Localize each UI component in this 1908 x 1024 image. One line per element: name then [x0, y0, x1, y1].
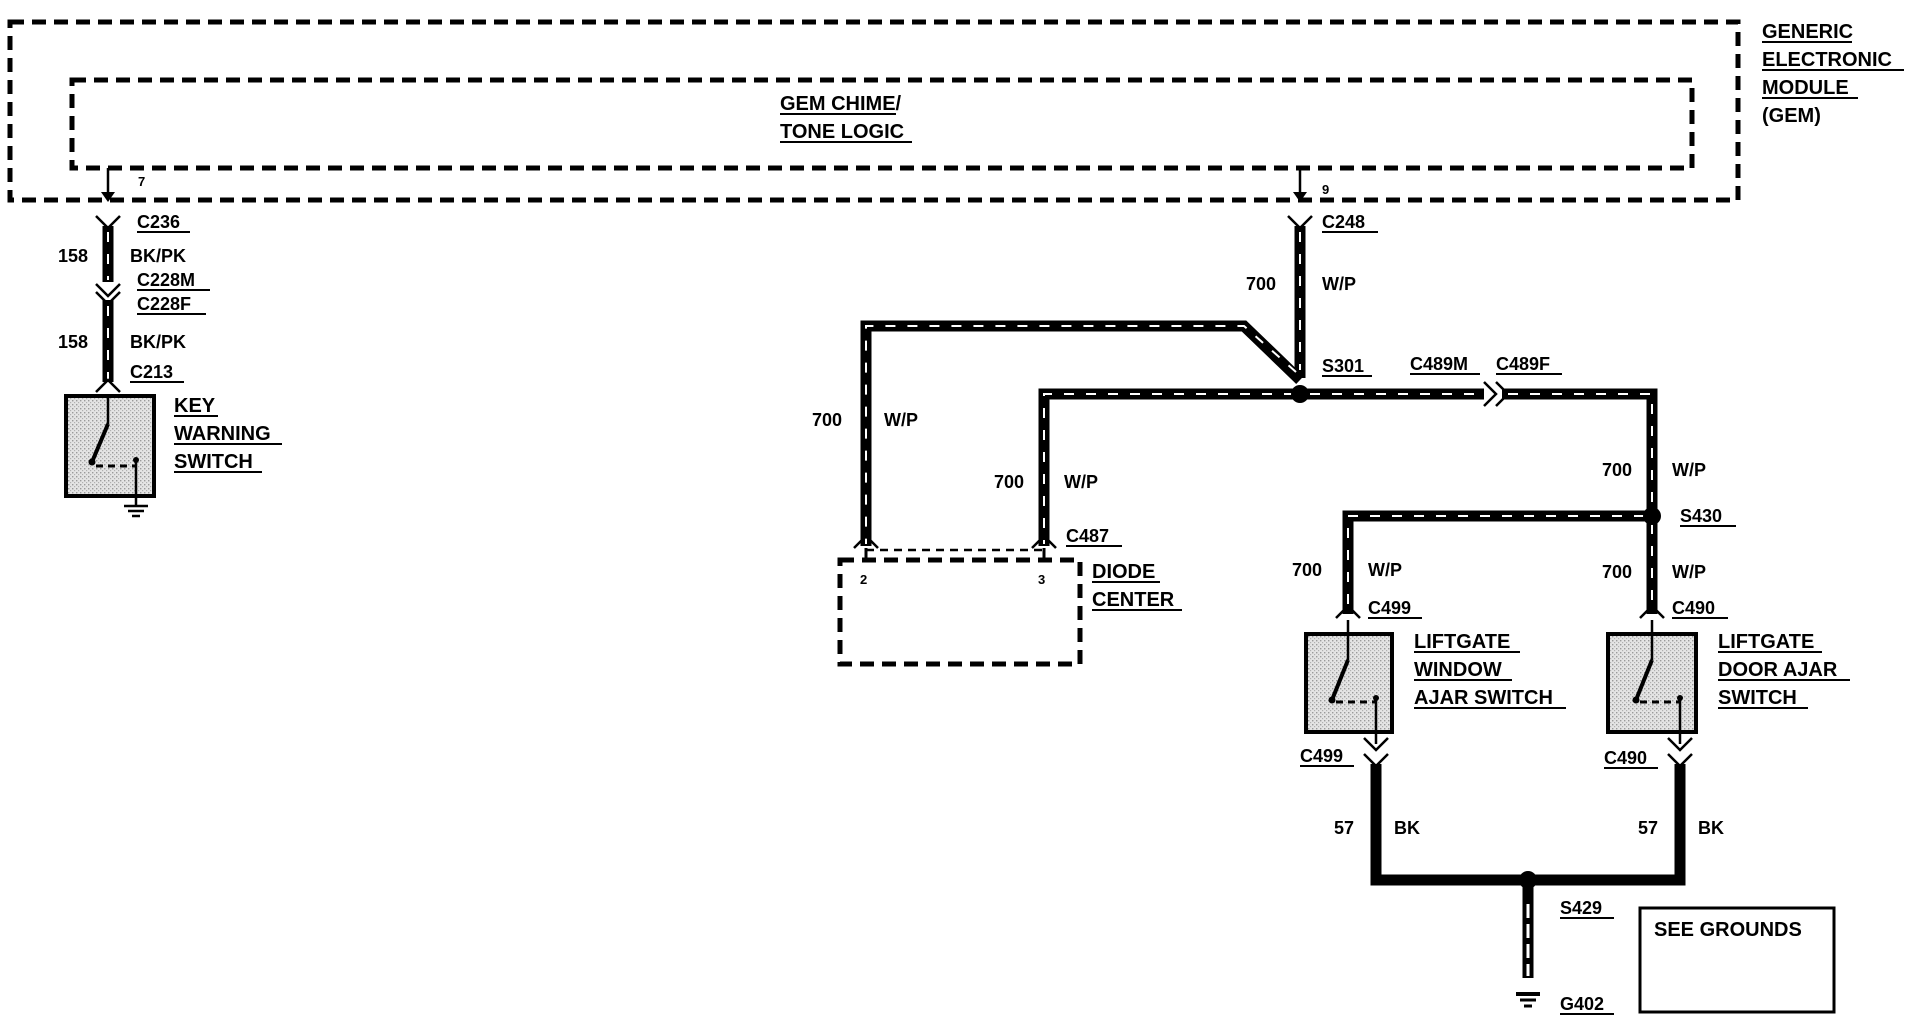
c228m-label: C228M: [137, 270, 195, 290]
module-name-line-3: MODULE: [1762, 77, 1849, 99]
liftgate-branch: C248 700 W/P S301 700 W/P 700 W/P C487 2…: [812, 212, 1850, 1015]
diode-center-box: [837, 557, 1083, 667]
s430-label: S430: [1680, 506, 1722, 526]
circuit-158-lower: 158: [58, 332, 88, 352]
c236-label: C236: [137, 212, 180, 232]
door-switch-label-line-1: LIFTGATE: [1718, 631, 1814, 653]
c499-bottom-label: C499: [1300, 746, 1343, 766]
s430-splice: [1643, 507, 1661, 525]
key-warning-switch-box: [64, 394, 156, 498]
window-color-wp: W/P: [1368, 560, 1402, 580]
key-switch-ground-icon: [124, 504, 148, 518]
logic-label-line-2: TONE LOGIC: [780, 121, 904, 143]
gem-module-box: [7, 19, 1741, 203]
ground-color-bk-left: BK: [1394, 818, 1420, 838]
pin-9-label: 9: [1322, 182, 1329, 197]
window-circuit-700: 700: [1292, 560, 1322, 580]
c248-label: C248: [1322, 212, 1365, 232]
window-switch-label-line-3: AJAR SWITCH: [1414, 687, 1553, 709]
c487-label: C487: [1066, 526, 1109, 546]
outer-color-wp: W/P: [884, 410, 918, 430]
ground-circuit-57-left: 57: [1334, 818, 1354, 838]
right-circuit-700: 700: [1602, 460, 1632, 480]
door-switch-label-line-2: DOOR AJAR: [1718, 659, 1838, 681]
chime-logic-box: [69, 77, 1695, 171]
diode-label-line-1: DIODE: [1092, 561, 1155, 583]
c489m-connector: [1483, 381, 1498, 407]
module-name-line-2: ELECTRONIC: [1762, 49, 1892, 71]
top-color-wp: W/P: [1322, 274, 1356, 294]
key-switch-label-line-3: SWITCH: [174, 451, 253, 473]
module-name-line-4: (GEM): [1762, 105, 1821, 127]
color-bkpk-upper: BK/PK: [130, 246, 186, 266]
module-name-line-1: GENERIC: [1762, 21, 1853, 43]
key-warning-branch: C236 158 BK/PK C228M C228F 158 BK/PK C21…: [58, 212, 282, 518]
window-switch-label-line-1: LIFTGATE: [1414, 631, 1510, 653]
top-circuit-700: 700: [1246, 274, 1276, 294]
s429-splice: [1519, 871, 1537, 889]
color-bkpk-lower: BK/PK: [130, 332, 186, 352]
window-switch-label-line-2: WINDOW: [1414, 659, 1502, 681]
ground-color-bk-right: BK: [1698, 818, 1724, 838]
key-switch-label-line-2: WARNING: [174, 423, 271, 445]
c490-top-label: C490: [1672, 598, 1715, 618]
c490-bottom-label: C490: [1604, 748, 1647, 768]
inner-circuit-700: 700: [994, 472, 1024, 492]
g402-label: G402: [1560, 994, 1604, 1014]
s301-label: S301: [1322, 356, 1364, 376]
s429-label: S429: [1560, 898, 1602, 918]
ground-circuit-57-right: 57: [1638, 818, 1658, 838]
door-switch-label-line-3: SWITCH: [1718, 687, 1797, 709]
key-switch-label-line-1: KEY: [174, 395, 216, 417]
door-color-wp: W/P: [1672, 562, 1706, 582]
inner-color-wp: W/P: [1064, 472, 1098, 492]
diode-pin-3: 3: [1038, 572, 1045, 587]
outer-circuit-700: 700: [812, 410, 842, 430]
c489f-label: C489F: [1496, 354, 1550, 374]
gem-module: GEM CHIME/ TONE LOGIC GENERIC ELECTRONIC…: [7, 19, 1904, 203]
diode-pin-2: 2: [860, 572, 867, 587]
door-circuit-700: 700: [1602, 562, 1632, 582]
see-grounds-box: [1638, 906, 1836, 1014]
diode-label-line-2: CENTER: [1092, 589, 1175, 611]
circuit-158-upper: 158: [58, 246, 88, 266]
logic-label-line-1: GEM CHIME/: [780, 93, 902, 115]
c499-top-label: C499: [1368, 598, 1411, 618]
c228f-label: C228F: [137, 294, 191, 314]
c213-label: C213: [130, 362, 173, 382]
c489m-label: C489M: [1410, 354, 1468, 374]
g402-ground-icon: [1516, 992, 1540, 1008]
pin-7-label: 7: [138, 174, 145, 189]
right-color-wp: W/P: [1672, 460, 1706, 480]
see-grounds-label: SEE GROUNDS: [1654, 919, 1802, 941]
